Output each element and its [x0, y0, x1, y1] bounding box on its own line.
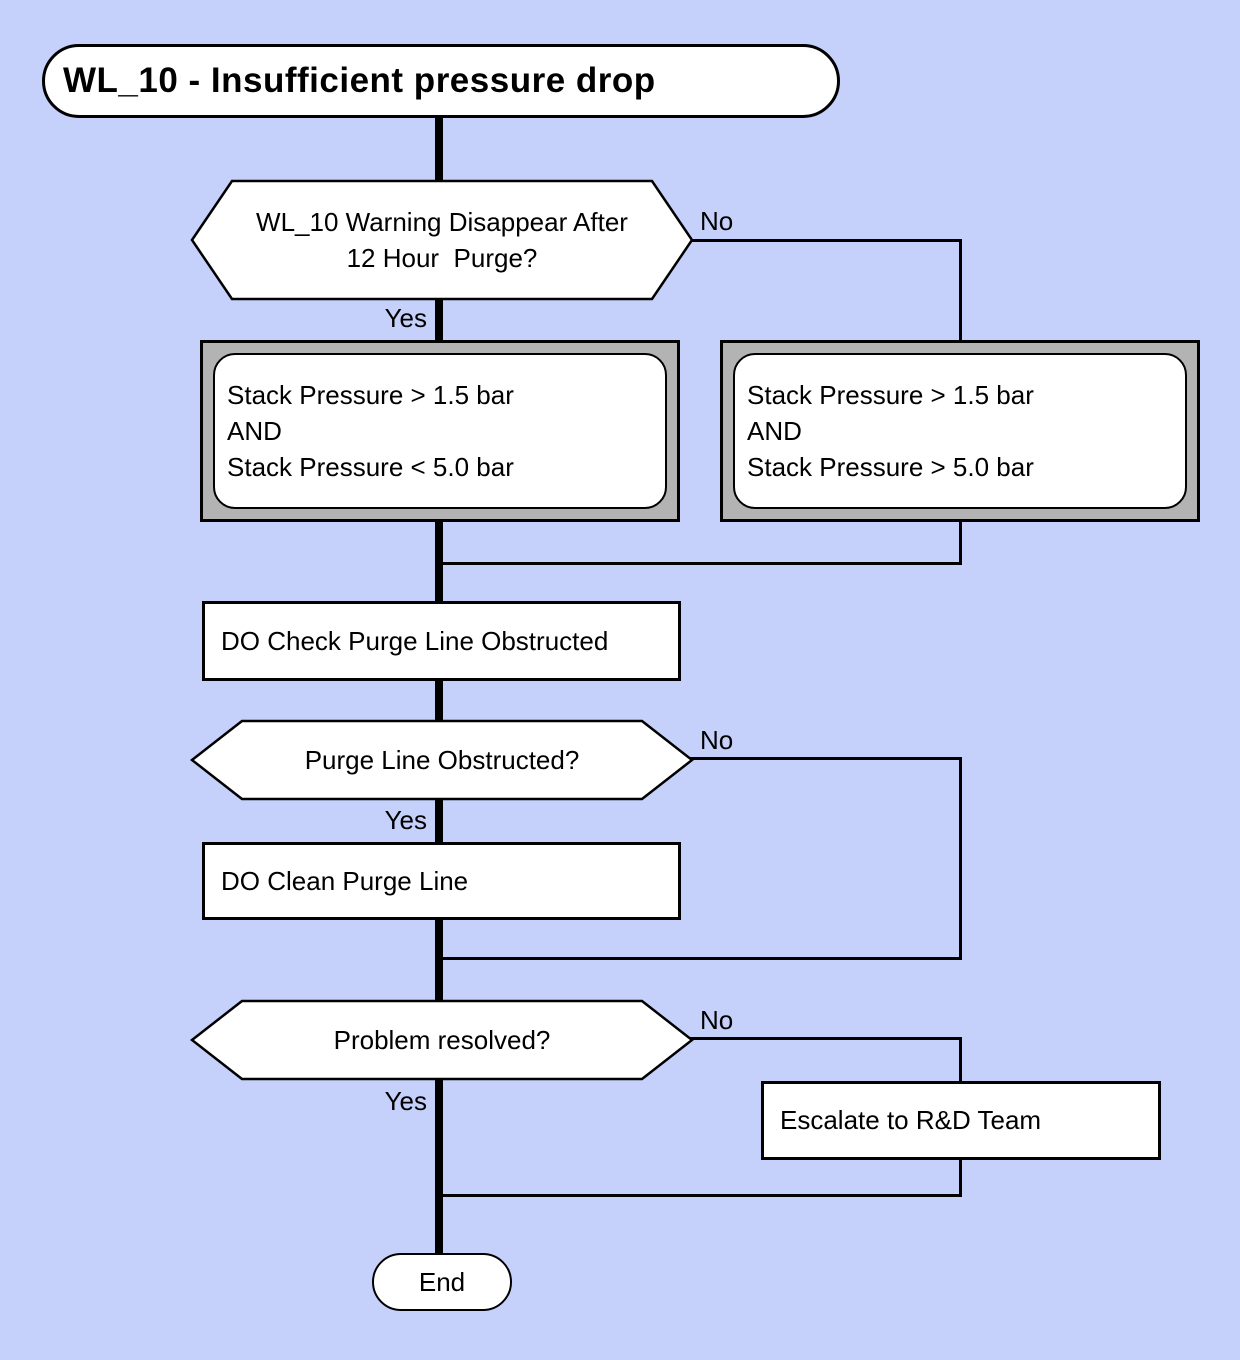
decision1-text: WL_10 Warning Disappear After 12 Hour Pu… — [190, 179, 694, 301]
node-decision-problem-resolved: Problem resolved? — [190, 999, 694, 1081]
condition-right-line1: Stack Pressure > 1.5 bar — [747, 380, 1034, 410]
node-condition-pressure-in-range: Stack Pressure > 1.5 bar AND Stack Press… — [200, 340, 680, 522]
connector-no2-horizontal — [690, 757, 962, 760]
connector-no1-horizontal — [690, 239, 962, 242]
connector-condition-right-join — [439, 562, 962, 565]
condition-left-line2: AND — [227, 416, 282, 446]
node-process-clean-purge-line: DO Clean Purge Line — [202, 842, 681, 920]
node-process-escalate-rd-team: Escalate to R&D Team — [761, 1081, 1161, 1160]
condition-right-inner: Stack Pressure > 1.5 bar AND Stack Press… — [733, 353, 1187, 509]
node-end-terminator: End — [372, 1253, 512, 1311]
hexagon-shape — [190, 179, 694, 301]
connector-no3-horizontal — [690, 1037, 962, 1040]
condition-right-line2: AND — [747, 416, 802, 446]
condition-right-line3: Stack Pressure > 5.0 bar — [747, 452, 1034, 482]
connector-title-to-decision1 — [435, 114, 443, 180]
edge-label-yes-2: Yes — [384, 805, 427, 835]
connector-decision1-yes — [435, 297, 443, 342]
decision2-text: Purge Line Obstructed? — [190, 719, 694, 801]
edge-label-yes-1: Yes — [384, 303, 427, 333]
decision1-line1: WL_10 Warning Disappear After — [256, 207, 628, 237]
end-label: End — [418, 1266, 466, 1297]
decision2-label: Purge Line Obstructed? — [304, 745, 580, 775]
node-condition-pressure-above-range: Stack Pressure > 1.5 bar AND Stack Press… — [720, 340, 1200, 522]
edge-label-yes-3: Yes — [384, 1086, 427, 1116]
connector-no1-vertical — [959, 239, 962, 342]
decision3-label: Problem resolved? — [333, 1025, 551, 1055]
node-title-terminator: WL_10 - Insufficient pressure drop — [42, 44, 840, 118]
condition-left-line1: Stack Pressure > 1.5 bar — [227, 380, 514, 410]
process-escalate-label: Escalate to R&D Team — [780, 1105, 1042, 1135]
node-decision-warning-disappear: WL_10 Warning Disappear After 12 Hour Pu… — [190, 179, 694, 301]
connector-escalate-down — [959, 1158, 962, 1197]
hexagon-shape — [190, 719, 694, 801]
edge-label-no-3: No — [700, 1005, 734, 1035]
connector-decision2-yes — [435, 798, 443, 844]
decision1-line2: 12 Hour Purge? — [346, 243, 538, 273]
connector-condition-to-check — [435, 520, 443, 603]
process-check-label: DO Check Purge Line Obstructed — [221, 625, 609, 656]
connector-decision3-to-end — [435, 1079, 443, 1255]
connector-condition-right-down — [959, 520, 962, 565]
hexagon-shape — [190, 999, 694, 1081]
edge-label-no-2: No — [700, 725, 734, 755]
connector-clean-to-decision3 — [435, 918, 443, 1002]
process-clean-label: DO Clean Purge Line — [221, 865, 469, 896]
node-decision-purge-line-obstructed: Purge Line Obstructed? — [190, 719, 694, 801]
connector-escalate-join — [439, 1194, 962, 1197]
condition-left-line3: Stack Pressure < 5.0 bar — [227, 452, 514, 482]
connector-no2-vertical — [959, 757, 962, 960]
edge-label-no-1: No — [700, 206, 734, 236]
flowchart-title: WL_10 - Insufficient pressure drop — [63, 61, 656, 100]
connector-check-to-decision2 — [435, 678, 443, 722]
connector-no3-vertical — [959, 1037, 962, 1083]
node-process-check-purge-line: DO Check Purge Line Obstructed — [202, 601, 681, 681]
decision3-text: Problem resolved? — [190, 999, 694, 1081]
condition-left-inner: Stack Pressure > 1.5 bar AND Stack Press… — [213, 353, 667, 509]
connector-no2-join — [439, 957, 962, 960]
